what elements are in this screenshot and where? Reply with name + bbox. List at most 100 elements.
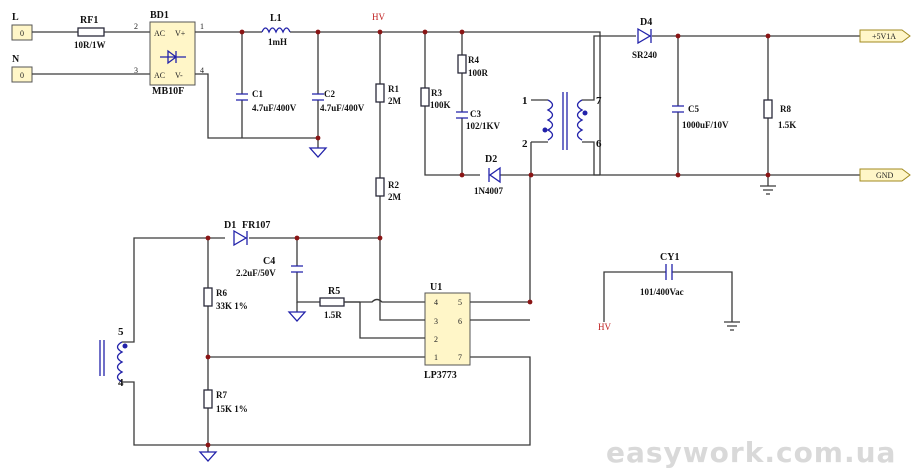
wire-u1-pin2 bbox=[359, 302, 425, 339]
wire-r3-snubber bbox=[424, 32, 600, 176]
c1-ref: C1 bbox=[252, 89, 263, 99]
r7-value: 15K 1% bbox=[216, 404, 248, 414]
port-5v-label: +5V1A bbox=[872, 32, 896, 41]
u1-pin1: 1 bbox=[434, 353, 438, 362]
r6-value: 33K 1% bbox=[216, 301, 248, 311]
r3-resistor: R3 100K bbox=[420, 87, 451, 110]
terminal-l-label: L bbox=[12, 12, 19, 23]
bd1-vplus: V+ bbox=[175, 29, 186, 38]
watermark: easywork.com.ua bbox=[606, 436, 896, 469]
transformer: 1 2 7 6 bbox=[522, 92, 602, 150]
wire-secondary-bottom bbox=[582, 141, 860, 176]
cy1-value: 101/400Vac bbox=[640, 287, 684, 297]
terminal-n: 0 N bbox=[11, 54, 33, 83]
u1-pin5: 5 bbox=[458, 298, 462, 307]
r7-ref: R7 bbox=[216, 390, 227, 400]
bd1-vminus: V- bbox=[175, 71, 183, 80]
c5-value: 1000uF/10V bbox=[682, 120, 729, 130]
junction-dots bbox=[205, 29, 771, 448]
wire-bridge-minus bbox=[195, 73, 318, 139]
l1-ref: L1 bbox=[270, 13, 282, 24]
aux-pin4: 4 bbox=[118, 377, 124, 389]
u1-ref: U1 bbox=[430, 282, 442, 293]
c2-value: 4.7uF/400V bbox=[320, 103, 365, 113]
r5-resistor: R5 1.5R bbox=[319, 286, 345, 320]
wire-primary bbox=[530, 99, 548, 175]
bd1-ac-top: AC bbox=[154, 29, 165, 38]
cy1-hv: HV bbox=[598, 322, 611, 332]
l1-value: 1mH bbox=[268, 37, 287, 47]
r4-resistor: R4 100R bbox=[457, 54, 489, 78]
c1-value: 4.7uF/400V bbox=[252, 103, 297, 113]
c1-capacitor: C1 4.7uF/400V bbox=[236, 32, 297, 138]
c3-capacitor: C3 102/1KV bbox=[456, 109, 501, 131]
bd1-ac-bot: AC bbox=[154, 71, 165, 80]
c5-ref: C5 bbox=[688, 104, 699, 114]
bd1-pin2: 2 bbox=[134, 22, 138, 31]
r8-resistor: R8 1.5K bbox=[760, 36, 796, 195]
c4-capacitor: C4 2.2uF/50V bbox=[236, 238, 360, 322]
rf1-ref: RF1 bbox=[80, 15, 98, 26]
r2-ref: R2 bbox=[388, 180, 399, 190]
terminal-l-pin: 0 bbox=[20, 29, 24, 38]
r1-resistor: R1 2M bbox=[375, 83, 402, 106]
d4-ref: D4 bbox=[640, 17, 652, 28]
u1-ic: U1 LP3773 4 3 2 1 5 6 7 bbox=[424, 282, 471, 381]
d2-diode: D2 1N4007 bbox=[474, 154, 503, 196]
r5-ref: R5 bbox=[328, 286, 340, 297]
rf1-value: 10R/1W bbox=[74, 40, 106, 50]
wire-u1-pin3 bbox=[379, 238, 425, 321]
rf1-resistor: RF1 10R/1W bbox=[74, 15, 106, 50]
r4-ref: R4 bbox=[468, 55, 479, 65]
r7-resistor: R7 15K 1% bbox=[203, 389, 248, 414]
transformer-pin7: 7 bbox=[596, 95, 602, 107]
transformer-pin2: 2 bbox=[522, 138, 528, 150]
earth-ground-icon bbox=[760, 185, 776, 195]
wire-r5-u1 bbox=[344, 298, 425, 303]
d1-ref: D1 bbox=[224, 220, 236, 231]
port-gnd-label: GND bbox=[876, 171, 894, 180]
transformer-pin1: 1 bbox=[522, 95, 528, 107]
ground-icon bbox=[198, 451, 218, 462]
wire-aux-bottom bbox=[122, 356, 531, 446]
d2-ref: D2 bbox=[485, 154, 497, 165]
r1-value: 2M bbox=[388, 96, 402, 106]
ground-icon bbox=[287, 311, 307, 322]
u1-pin2: 2 bbox=[434, 335, 438, 344]
c4-ref: C4 bbox=[263, 256, 275, 267]
terminal-l: 0 L bbox=[11, 12, 33, 41]
r3-value: 100K bbox=[430, 100, 451, 110]
cy1-capacitor: CY1 101/400Vac HV bbox=[598, 252, 740, 332]
c2-ref: C2 bbox=[324, 89, 335, 99]
r6-ref: R6 bbox=[216, 288, 227, 298]
bd1-part: MB10F bbox=[152, 86, 184, 97]
c3-value: 102/1KV bbox=[466, 121, 501, 131]
aux-winding: 5 4 bbox=[99, 326, 128, 389]
aux-pin5: 5 bbox=[118, 326, 124, 338]
r2-resistor: R2 2M bbox=[375, 177, 402, 202]
c3-ref: C3 bbox=[470, 109, 481, 119]
c4-value: 2.2uF/50V bbox=[236, 268, 276, 278]
terminal-n-pin: 0 bbox=[20, 71, 24, 80]
d1-diode: D1 FR107 bbox=[224, 220, 270, 247]
wire-secondary-top bbox=[582, 35, 860, 101]
r8-value: 1.5K bbox=[778, 120, 796, 130]
u1-pin6: 6 bbox=[458, 317, 462, 326]
r3-ref: R3 bbox=[431, 88, 442, 98]
u1-part: LP3773 bbox=[424, 370, 457, 381]
r6-resistor: R6 33K 1% bbox=[203, 287, 248, 311]
u1-pin3: 3 bbox=[434, 317, 438, 326]
bd1-pin1: 1 bbox=[200, 22, 204, 31]
c5-capacitor: C5 1000uF/10V bbox=[672, 36, 729, 175]
d4-diode: D4 SR240 bbox=[632, 17, 658, 60]
port-5v: +5V1A bbox=[859, 29, 911, 43]
port-gnd: GND bbox=[859, 168, 911, 182]
r2-value: 2M bbox=[388, 192, 402, 202]
ground-icon bbox=[308, 147, 328, 158]
d1-part: FR107 bbox=[242, 220, 270, 231]
bd1-pin3: 3 bbox=[134, 66, 138, 75]
r8-ref: R8 bbox=[780, 104, 791, 114]
bd1-diode-symbol bbox=[160, 49, 186, 65]
l1-inductor: L1 1mH bbox=[261, 13, 291, 47]
